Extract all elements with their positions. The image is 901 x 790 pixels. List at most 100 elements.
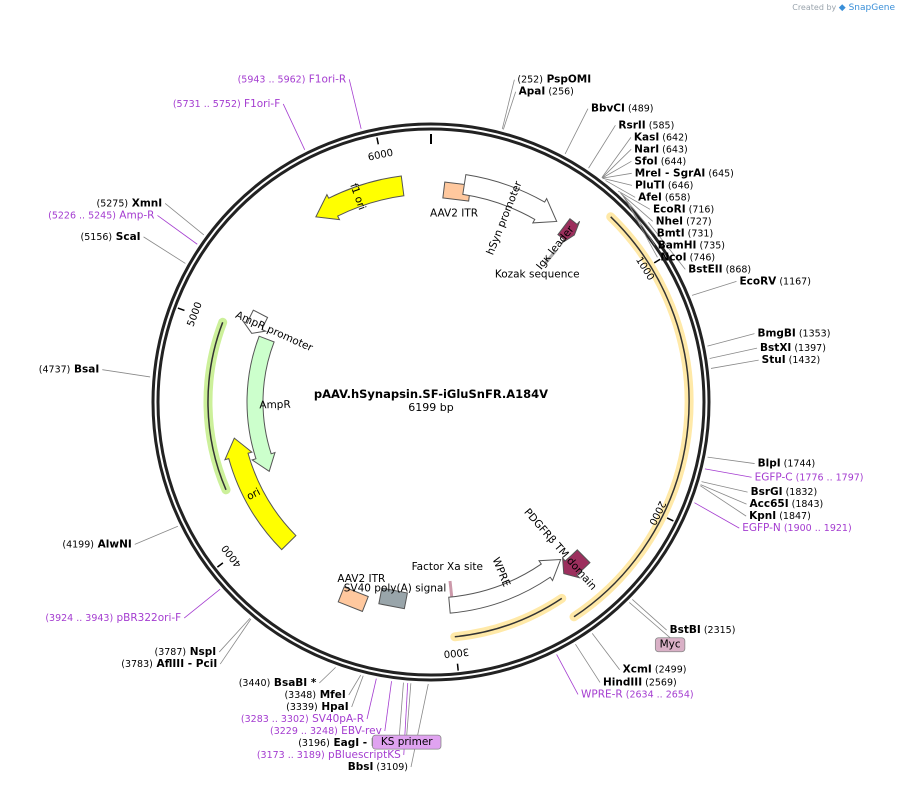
f1ori-f-position: (5731 .. 5752): [173, 99, 241, 110]
tick-label-5000: 5000: [186, 301, 205, 329]
label-enzyme-bstbi: BstBI (2315): [670, 624, 736, 636]
tick-mark-2000: [666, 517, 674, 522]
egfp-n-position: (1900 .. 1921): [781, 523, 852, 534]
hpai-name: HpaI: [318, 701, 349, 713]
mfei-position: (3348): [284, 690, 316, 701]
kpni-name: KpnI: [749, 510, 776, 522]
label-enzyme-bsabi: (3440) BsaBI *: [239, 677, 317, 689]
label-enzyme-kpni: KpnI (1847): [749, 510, 811, 522]
leader-line-afliii: [219, 618, 252, 665]
ncoi-position: (746): [687, 252, 716, 263]
eagi-position: (3196): [298, 738, 330, 749]
bbvci-position: (489): [625, 104, 654, 115]
tick-label-3000: 3000: [443, 645, 469, 659]
kpni-position: (1847): [776, 511, 811, 522]
label-enzyme-hpai: (3339) HpaI: [286, 701, 349, 713]
label-enzyme-nhei: NheI (727): [656, 215, 712, 227]
ebv-rev-name: EBV-rev: [338, 725, 382, 737]
f1ori-f-name: F1ori-F: [241, 98, 281, 110]
blpi-position: (1744): [781, 459, 816, 470]
label-enzyme-afei: AfeI (658): [638, 191, 690, 203]
label-enzyme-bmgbi: BmgBI (1353): [757, 328, 830, 340]
label-enzyme-hindiii: HindIII (2569): [603, 676, 677, 688]
leader-line-acc65i: [700, 484, 747, 505]
label-enzyme-alwni: (4199) AlwNI: [62, 538, 131, 550]
label-enzyme-bmti: BmtI (731): [657, 227, 713, 239]
nspi-name: NspI: [186, 646, 216, 658]
bsrgi-name: BsrGI: [751, 486, 783, 498]
leader-line-sfoi: [602, 160, 632, 179]
label-enzyme-sfoi: SfoI (644): [634, 155, 686, 167]
pbluescriptks-name: pBluescriptKS: [325, 749, 401, 761]
leader-line-pbr322ori-f: [183, 588, 221, 619]
ecori-name: EcoRI: [653, 203, 686, 215]
tick-mark-6000: [376, 137, 380, 145]
nhei-name: NheI: [656, 215, 683, 227]
tick-mark-3000: [456, 663, 459, 671]
leader-line-hpai: [351, 675, 364, 708]
box-label-ks-primer: KS primer: [381, 736, 433, 748]
leader-line-ncoi: [624, 196, 658, 258]
leader-line-blpi: [707, 456, 755, 464]
label-primer-amp-r: (5226 .. 5245) Amp-R: [48, 209, 154, 221]
eagi-name: EagI: [330, 737, 359, 749]
ebv-rev-position: (3229 .. 3248): [270, 726, 338, 737]
nari-position: (643): [659, 144, 688, 155]
label-enzyme-ecorv: EcoRV (1167): [739, 275, 810, 287]
xcmi-name: XcmI: [623, 664, 652, 676]
feature-label-ig-leader-3: Igκ leader: [534, 223, 577, 272]
mfei-name: MfeI: [316, 689, 346, 701]
pbluescriptks-position: (3173 .. 3189): [257, 750, 325, 761]
acc65i-position: (1843): [789, 499, 824, 510]
feature-ori-7: [224, 437, 297, 551]
bsteii-name: BstEII: [688, 263, 722, 275]
label-enzyme-xmni: (5275) XmnI: [97, 197, 163, 209]
label-enzyme-bbvci: BbvCI (489): [591, 103, 654, 115]
leader-line-bstbi: [632, 599, 667, 631]
label-primer-ebv-rev: (3229 .. 3248) EBV-rev: [270, 725, 382, 737]
nspi-position: (3787): [154, 647, 186, 658]
stui-name: StuI: [762, 354, 786, 366]
feature-label-aav2-itr-12: AAV2 ITR: [337, 573, 385, 585]
snapgene-logo-icon: ◆ SnapGene: [838, 3, 895, 13]
wpre-r-name: WPRE-R: [581, 688, 623, 700]
leader-line-eagi: [398, 682, 404, 744]
wpre-r-position: (2634 .. 2654): [623, 689, 694, 700]
stui-position: (1432): [786, 355, 821, 366]
orf-band-0: [569, 212, 694, 622]
feature-label-wpre-11: WPRE: [490, 556, 513, 589]
label-primer-pbr322ori-f: (3924 .. 3943) pBR322ori-F: [45, 612, 181, 624]
afei-name: AfeI: [638, 191, 662, 203]
label-enzyme-stui: StuI (1432): [762, 354, 821, 366]
label-enzyme-bsai: (4737) BsaI: [39, 364, 99, 376]
f1ori-r-position: (5943 .. 5962): [238, 74, 306, 85]
feature-label-factor-xa-site-9: Factor Xa site: [412, 561, 483, 573]
bstbi-position: (2315): [701, 625, 736, 636]
plasmid-name: pAAV.hSynapsin.SF-iGluSnFR.A184V: [314, 387, 548, 401]
leader-line-bsrgi: [701, 481, 748, 493]
leader-line-f1ori-f: [282, 103, 306, 151]
xcmi-position: (2499): [652, 665, 687, 676]
box-ks-primer: [372, 734, 442, 750]
alwni-name: AlwNI: [94, 538, 132, 550]
leader-line-nari: [601, 149, 632, 179]
label-enzyme-rsrii: RsrII (585): [618, 119, 674, 131]
tick-mark-5000: [177, 307, 185, 312]
label-primer-f1ori-f: (5731 .. 5752) F1ori-F: [173, 98, 280, 110]
alwni-position: (4199): [62, 539, 94, 550]
scai-name: ScaI: [112, 231, 140, 243]
pbr322ori-f-position: (3924 .. 3943): [45, 613, 113, 624]
label-enzyme-mrei: MreI - SgrAI (645): [635, 167, 734, 179]
leader-line-bstxi: [709, 347, 758, 359]
label-enzyme-pspomi: (252) PspOMI: [517, 74, 591, 86]
leader-line-egfp-c: [704, 468, 752, 478]
bsabi-extra: *: [307, 677, 317, 689]
bsteii-position: (868): [723, 264, 752, 275]
feature-ig-leader-3: [557, 218, 581, 244]
leader-line-bbvci: [564, 108, 589, 155]
label-primer-pbluescriptks: (3173 .. 3189) pBluescriptKS: [257, 749, 401, 761]
bmgbi-name: BmgBI: [757, 328, 795, 340]
bsai-position: (4737): [39, 365, 71, 376]
rsrii-position: (585): [646, 120, 675, 131]
pluti-position: (646): [665, 180, 694, 191]
